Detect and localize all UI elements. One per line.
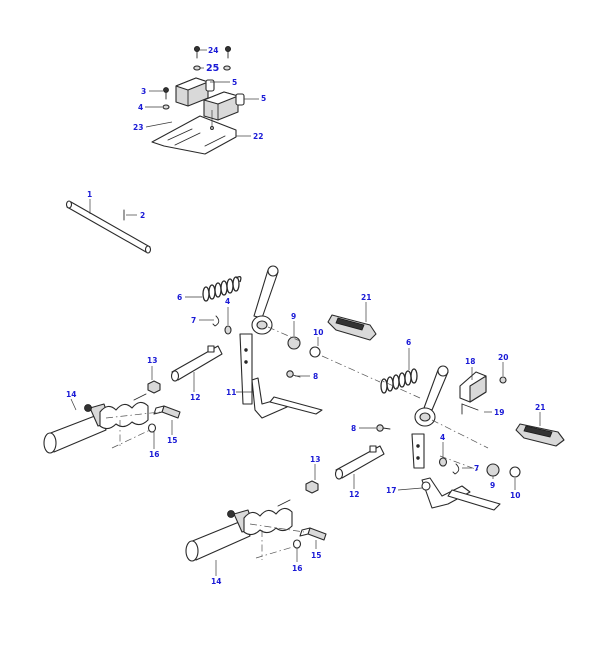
callout-21: 21: [361, 293, 371, 302]
washer-4-left: [224, 325, 232, 335]
bracket-plate: [151, 115, 237, 155]
latch-block-18: [459, 371, 487, 403]
callout-9: 9: [291, 312, 296, 321]
washer-4-right: [438, 457, 448, 467]
callout-10: 10: [510, 491, 520, 500]
callout-2: 2: [140, 211, 145, 220]
callout-3: 3: [141, 87, 146, 96]
callout-13: 13: [147, 356, 157, 365]
cross-shaft: [65, 200, 152, 254]
callout-17: 17: [386, 486, 396, 495]
switch-bracket-assembly: [151, 46, 245, 155]
callout-20: 20: [498, 353, 508, 362]
return-spring-left: [202, 276, 242, 302]
split-pin-right: [452, 463, 460, 475]
bracket-slot: [204, 135, 226, 147]
assembly-axes: [105, 326, 489, 560]
callout-24: 24: [208, 46, 218, 55]
callout-4: 4: [440, 433, 445, 442]
split-pin-left: [212, 315, 220, 327]
bracket-slot: [174, 132, 201, 146]
callout-15: 15: [167, 436, 177, 445]
callout-11: 11: [226, 388, 236, 397]
o-ring-10-right: [509, 466, 521, 478]
callout-25: 25: [206, 63, 219, 74]
o-ring-10-left: [309, 346, 321, 358]
callout-4: 4: [138, 103, 143, 112]
callout-15: 15: [311, 551, 321, 560]
screw-24-right: [224, 46, 231, 59]
callout-7: 7: [474, 464, 479, 473]
callout-6: 6: [406, 338, 411, 347]
callout-18: 18: [465, 357, 475, 366]
left-pedal-assembly: [43, 265, 377, 454]
leader-lines: [70, 49, 541, 576]
callout-8: 8: [351, 424, 356, 433]
callout-4: 4: [225, 297, 230, 306]
brake-pedal-arm: [239, 265, 323, 419]
pedal-pad-right: [515, 423, 565, 447]
screw-3: [163, 87, 169, 100]
callout-13: 13: [310, 455, 320, 464]
master-cylinder-left: [43, 393, 149, 454]
callout-16: 16: [149, 450, 159, 459]
bolt-15-left: [153, 405, 181, 419]
callout-5: 5: [232, 78, 237, 87]
callout-12: 12: [190, 393, 200, 402]
washer-16-left: [147, 423, 157, 433]
pedal-pad-left: [327, 314, 377, 341]
washer-4-top: [162, 104, 170, 110]
callout-14: 14: [66, 390, 76, 399]
callout-16: 16: [292, 564, 302, 573]
callout-14: 14: [211, 577, 221, 586]
washer-25-left: [193, 65, 201, 71]
callout-10: 10: [313, 328, 323, 337]
clevis-rod-right: [334, 445, 385, 480]
callout-23: 23: [133, 123, 143, 132]
callout-12: 12: [349, 490, 359, 499]
clevis-rod-left: [170, 345, 223, 382]
bolt-15-bottom: [299, 527, 327, 541]
switch-b: [203, 91, 245, 121]
bushing-9-right: [486, 463, 500, 477]
brake-pedal-arm-right: [411, 365, 501, 511]
bracket-slot: [167, 128, 193, 141]
callout-9: 9: [490, 481, 495, 490]
callout-22: 22: [253, 132, 263, 141]
callout-6: 6: [177, 293, 182, 302]
nut-13-right: [305, 480, 319, 494]
callout-1: 1: [87, 190, 92, 199]
callout-7: 7: [191, 316, 196, 325]
washer-25-right: [223, 65, 231, 71]
bushing-9-left: [287, 336, 301, 350]
bottom-master-cylinder-assembly: [185, 499, 327, 562]
return-spring-right: [380, 368, 418, 394]
callouts: 24 25 5 5 3 4 23 22 1 2 6 4 7 21 9 10 6 …: [66, 46, 545, 586]
callout-8: 8: [313, 372, 318, 381]
callout-19: 19: [494, 408, 504, 417]
master-cylinder-bottom: [185, 499, 293, 562]
right-pedal-assembly: [305, 365, 565, 511]
callout-21: 21: [535, 403, 545, 412]
screw-24-left: [193, 46, 200, 59]
nut-13-left: [147, 380, 161, 394]
callout-5: 5: [261, 94, 266, 103]
screw-20: [499, 376, 507, 384]
bolt-8-right: [376, 424, 391, 432]
